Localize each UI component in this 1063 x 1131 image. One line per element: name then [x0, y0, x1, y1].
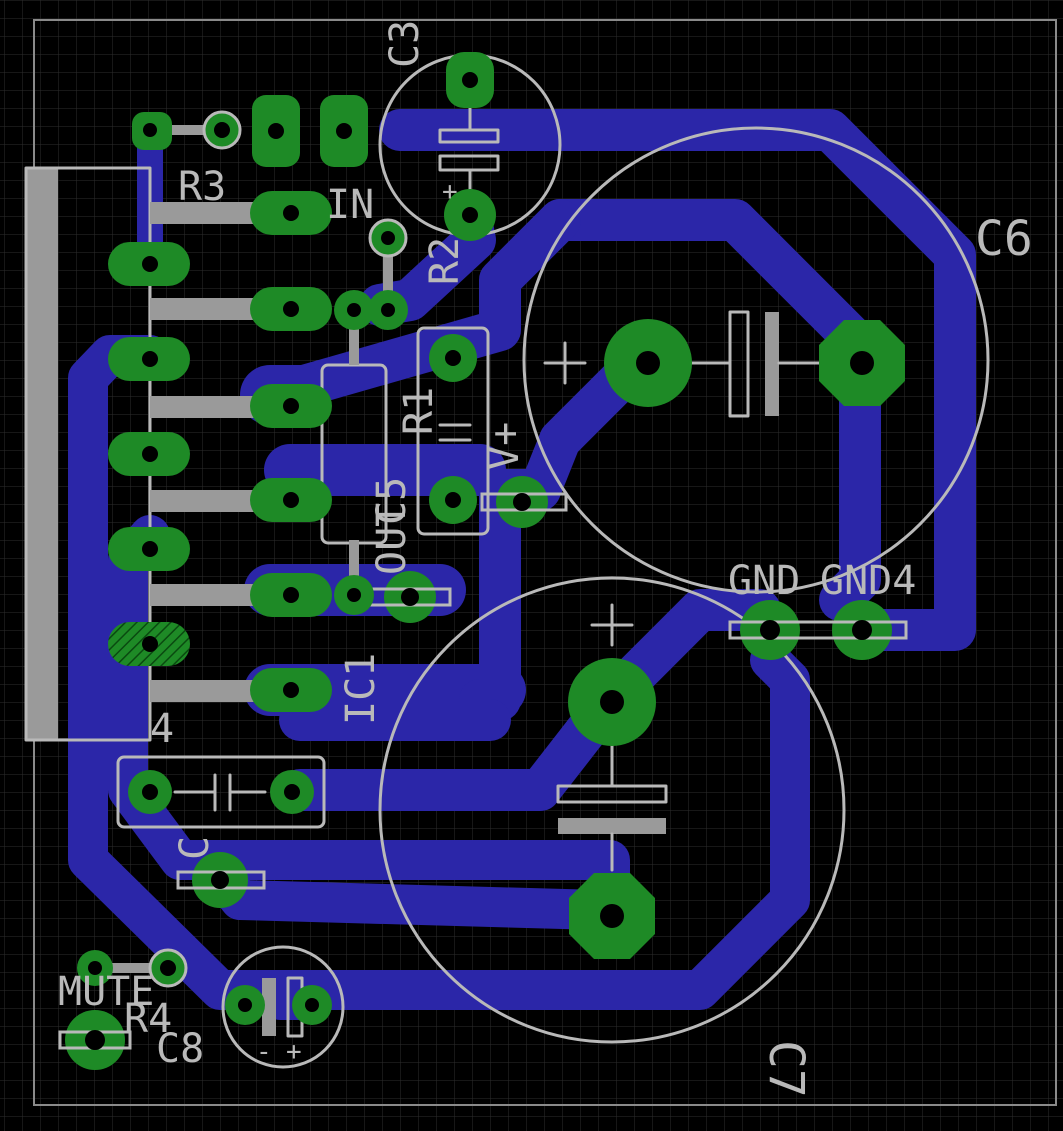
label-c8: C8	[156, 1026, 204, 1072]
r1-outline	[416, 326, 490, 536]
label-r2: R2	[422, 237, 468, 285]
trace-left-outer	[68, 335, 810, 1010]
c7-outline	[378, 576, 846, 1044]
c6-outline	[522, 126, 990, 594]
label-c3-plus: +	[442, 177, 458, 207]
label-c3: C3	[382, 20, 428, 68]
label-mute: MUTE	[58, 969, 154, 1015]
c8-outline	[221, 945, 345, 1069]
label-c-lower: C	[172, 836, 218, 860]
ic1-heatsink-bar	[26, 168, 58, 740]
label-r3: R3	[178, 164, 226, 210]
label-r1: R1	[396, 387, 442, 435]
c4-outline	[116, 755, 326, 829]
label-in: IN	[326, 182, 374, 228]
trace-c6-left	[269, 199, 581, 411]
label-v-plus: V+	[482, 422, 528, 470]
pads	[58, 52, 908, 1070]
label-gnd4: GND4	[820, 558, 916, 604]
label-r4: R4	[124, 996, 172, 1042]
component-labels: C3 R3 IN R2 C6 R1 V+ C5 OUT IC1 GND GND4…	[58, 20, 1033, 1098]
label-c8-minus: -	[256, 1037, 272, 1067]
label-pin4: 4	[150, 706, 174, 752]
label-out: OUT	[369, 503, 415, 575]
label-gnd: GND	[728, 558, 800, 604]
label-c7: C7	[758, 1040, 814, 1098]
label-c8-plus: +	[286, 1037, 302, 1067]
label-ic1: IC1	[338, 653, 384, 725]
label-c5: C5	[369, 477, 415, 525]
trace-top-loop	[379, 109, 976, 651]
label-c6: C6	[975, 211, 1033, 267]
